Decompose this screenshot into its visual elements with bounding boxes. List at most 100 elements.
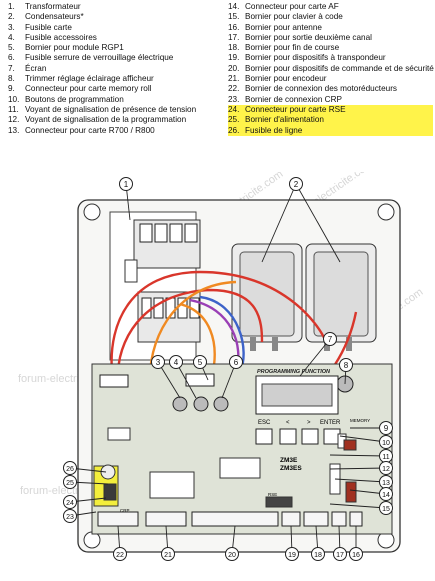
legend-item: 18. Bornier pour fin de course: [228, 43, 433, 53]
legend-label: Connecteur pour carte memory roll: [25, 84, 152, 94]
callout-circle: [379, 435, 393, 449]
legend-label: Bornier pour clavier à code: [245, 12, 343, 22]
legend-label: Bornier pour module RGP1: [25, 43, 124, 53]
legend-label: Fusible accessoires: [25, 32, 97, 42]
callout-leader: [299, 338, 331, 377]
callout-leader: [329, 467, 387, 470]
callout-number: 3: [156, 358, 161, 367]
memory-label: MEMORY: [350, 418, 370, 423]
callout-circle: [349, 547, 363, 561]
callout-circle: [339, 358, 353, 372]
legend-number: 10.: [8, 94, 20, 104]
legend-number: 2.: [8, 12, 15, 22]
legend-item: 16.Bornier pour antenne: [228, 23, 433, 33]
callout-circle: [63, 509, 77, 523]
callout-circle: [161, 547, 175, 561]
legend-label: Bornier pour dispositifs à transpondeur: [245, 53, 386, 63]
legend-number: 20.: [228, 63, 240, 73]
legend-item: 21. Bornier pour encodeur: [228, 74, 433, 84]
callout-number: 16: [352, 552, 360, 559]
legend-number: 3.: [8, 22, 15, 32]
legend-label: Bornier pour encodeur: [245, 74, 327, 84]
callout-circle: [289, 177, 303, 191]
callout-number: 5: [198, 358, 203, 367]
legend-label: Bornier pour fin de course: [245, 43, 340, 53]
callout-leader: [334, 478, 387, 483]
legend-item: 10. Boutons de programmation: [8, 95, 223, 105]
programming-label: PROGRAMMING FUNCTION: [257, 369, 331, 375]
callout-circle: [229, 355, 243, 369]
legend-label: Transformateur: [25, 2, 81, 11]
legend-number: 5.: [8, 43, 15, 53]
callout-number: 19: [288, 552, 296, 559]
callout-circle: [379, 461, 393, 475]
callout-number: 22: [116, 552, 124, 559]
legend-number: 15.: [228, 12, 240, 22]
legend-item: 1.Transformateur: [8, 2, 223, 12]
legend-item: 15. Bornier pour clavier à code: [228, 12, 433, 22]
legend-number: 13.: [8, 125, 20, 135]
callout-number: 21: [164, 552, 172, 559]
callout-number: 11: [382, 454, 389, 461]
callout-leader: [157, 361, 181, 399]
legend-label: Bornier pour antenne: [245, 22, 322, 32]
legend-number: 4.: [8, 32, 15, 42]
callout-number: 8: [344, 361, 349, 370]
legend-item: 8. Trimmer réglage éclairage afficheur: [8, 74, 223, 84]
model-label-1: ZM3E: [280, 457, 298, 464]
legend-item: 6.Fusible serrure de verrouillage électr…: [8, 53, 223, 63]
callout-number: 9: [384, 424, 389, 433]
crp-label: CRP: [120, 508, 130, 513]
legend-label: Fusible serrure de verrouillage électriq…: [25, 53, 174, 63]
callout-number: 24: [66, 500, 74, 507]
legend-number: 18.: [228, 43, 240, 53]
callout-number: 7: [328, 335, 333, 344]
model-label-2: ZM3ES: [280, 465, 302, 472]
callout-circle: [323, 332, 337, 346]
legend-label: Condensateurs*: [25, 12, 84, 22]
mount-hole: [83, 203, 101, 221]
callout-number: 20: [228, 552, 236, 559]
callout-circle: [193, 355, 207, 369]
legend-label: Boutons de programmation: [25, 94, 124, 104]
callout-number: 18: [314, 552, 322, 559]
legend-label: Fusible de ligne: [245, 125, 303, 135]
legend-item: 3.Fusible carte: [8, 23, 223, 33]
legend-item: 12.Voyant de signalisation de la program…: [8, 115, 223, 125]
gt-label: >: [307, 420, 311, 426]
rse-label: RSE: [268, 492, 277, 497]
transformer: [109, 211, 201, 361]
legend-item: 14. Connecteur pour carte AF: [228, 2, 433, 12]
callout-number: 13: [382, 480, 390, 487]
callout-leader: [329, 503, 387, 509]
callout-circle: [169, 355, 183, 369]
legend-number: 7.: [8, 63, 15, 73]
callout-circle: [379, 501, 393, 515]
enter-label: ENTER: [320, 420, 341, 426]
legend-number: 17.: [228, 32, 240, 42]
legend-label: Trimmer réglage éclairage afficheur: [25, 74, 154, 84]
legend-item: 23.Bornier de connexion CRP: [228, 95, 433, 105]
callout-circle: [63, 475, 77, 489]
legend-label: Bornier pour dispositifs de commande et …: [245, 63, 434, 73]
legend-right-column: 14. Connecteur pour carte AF 15. Bornier po…: [228, 2, 434, 136]
legend-number: 23.: [228, 94, 240, 104]
legend-number: 8.: [8, 74, 15, 84]
callout-circle: [63, 461, 77, 475]
legend-label: Écran: [25, 63, 47, 73]
callout-circle: [379, 487, 393, 501]
legend-number: 21.: [228, 74, 240, 84]
legend-number: 19.: [228, 53, 240, 63]
legend-label: Bornier pour sortie deuxième canal: [245, 32, 372, 42]
legend-number: 14.: [228, 2, 240, 11]
legend-label: Connecteur pour carte AF: [245, 2, 339, 11]
callout-number: 17: [336, 552, 344, 559]
callout-number: 10: [382, 440, 390, 447]
lcd-display: PROGRAMMING FUNCTION: [255, 369, 339, 415]
legend-item: 7. Écran: [8, 64, 223, 74]
callout-number: 14: [382, 492, 390, 499]
legend-item: 17. Bornier pour sortie deuxième canal: [228, 33, 433, 43]
programming-buttons: ESC < > ENTER: [255, 420, 341, 445]
